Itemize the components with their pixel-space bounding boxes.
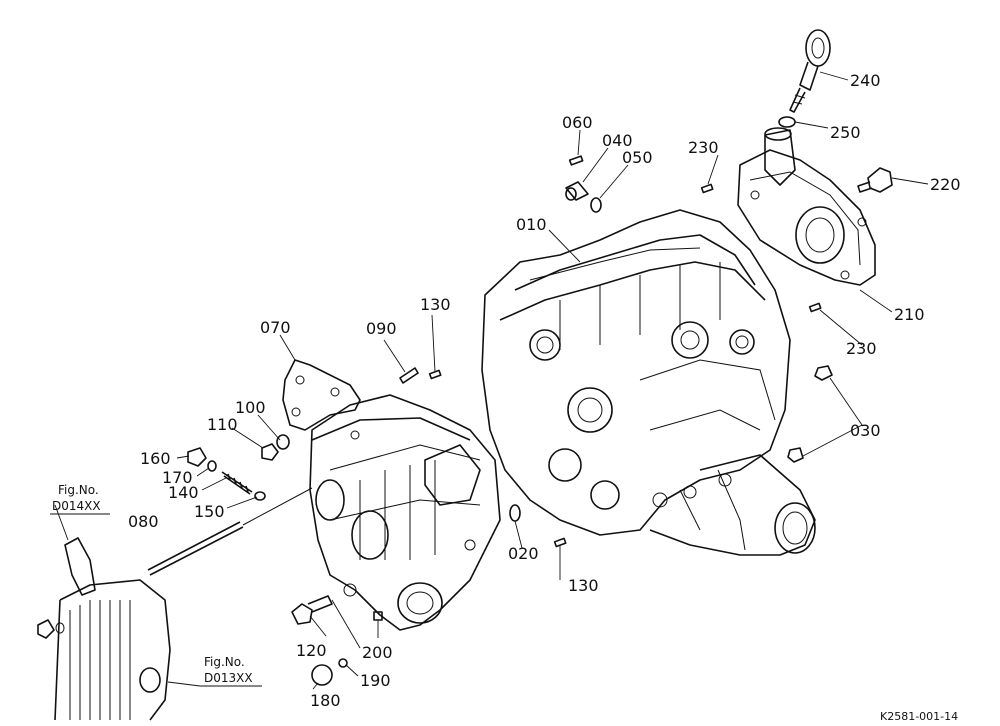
callout-190: 190 [360,671,391,690]
callout-220: 220 [930,175,961,194]
stud-090 [399,367,419,384]
pin-060 [568,155,584,166]
seal-170 [207,460,217,472]
spring-140 [221,471,253,495]
callout-180: 180 [310,691,341,710]
callout-010: 010 [516,215,547,234]
bracket-070 [282,359,361,431]
o-ring-020 [509,504,521,522]
callout-170: 170 [162,468,193,487]
callout-090: 090 [366,319,397,338]
pin-130-lower [553,537,567,548]
fig-ref-code: D013XX [204,671,253,685]
figure-reference-lower: Fig.No. D013XX [200,655,262,687]
pin-230-upper [700,183,714,194]
o-ring-050 [590,197,602,213]
callout-230-upper: 230 [688,138,719,157]
ball-150 [254,491,266,501]
pin-230-lower [808,302,822,313]
callout-200: 200 [362,643,393,662]
callout-120: 120 [296,641,327,660]
leader-lines [54,71,929,690]
transmission-case [481,209,816,556]
callout-070: 070 [260,318,291,337]
callout-080: 080 [128,512,159,531]
fig-ref-code: D014XX [52,499,101,513]
front-housing [309,394,501,631]
bolt-220 [857,167,893,193]
callout-140: 140 [168,483,199,502]
callout-040: 040 [602,131,633,150]
nut-110 [261,443,279,461]
dipstick-240 [789,29,831,113]
callout-150: 150 [194,502,225,521]
figure-reference-upper: Fig.No. D014XX [50,483,110,515]
callout-210: 210 [894,305,925,324]
callout-060: 060 [562,113,593,132]
bushing-040 [565,181,589,201]
bolt-120 [291,595,333,625]
adjacent-assembly [37,537,171,721]
plug-180 [311,664,333,686]
rod-080 [147,521,244,576]
fig-ref-title: Fig.No. [58,483,99,497]
document-code: K2581-001-14 [880,710,958,723]
fig-ref-title: Fig.No. [204,655,245,669]
callout-130-upper: 130 [420,295,451,314]
callout-250: 250 [830,123,861,142]
callout-160: 160 [140,449,171,468]
callout-240: 240 [850,71,881,90]
callout-labels: 060 040 050 010 230 240 250 220 210 230 … [128,71,961,710]
plug-160 [187,447,207,467]
pin-130-upper [428,369,442,380]
callout-030: 030 [850,421,881,440]
o-ring-190 [338,658,348,668]
callout-100: 100 [235,398,266,417]
callout-050: 050 [622,148,653,167]
cover-plate-210 [737,127,876,286]
nut-030-upper [814,365,833,381]
callout-130-lower: 130 [568,576,599,595]
o-ring-250 [778,116,796,128]
callout-230-lower: 230 [846,339,877,358]
nut-030-lower [787,447,804,463]
washer-100 [276,434,290,450]
callout-020: 020 [508,544,539,563]
callout-110: 110 [207,415,238,434]
